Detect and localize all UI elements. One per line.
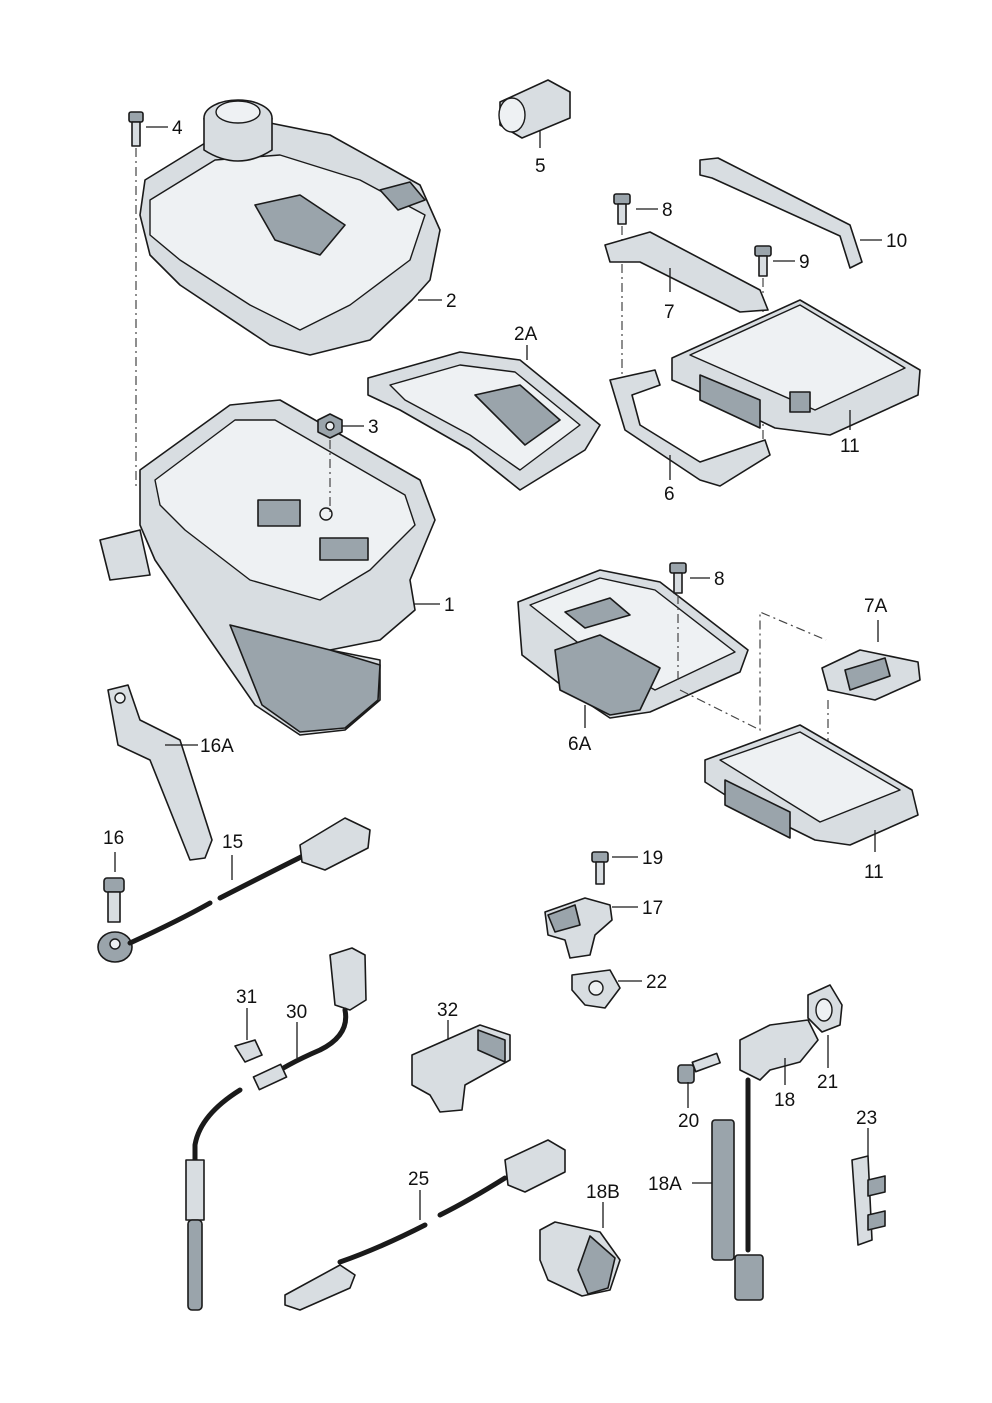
part-22-gasket[interactable] [571,969,621,1009]
callout-15: 15 [222,832,243,853]
part-3-nut[interactable] [317,413,343,439]
part-15-knock-sensor[interactable] [97,817,371,963]
part-9-screw[interactable] [754,245,772,277]
callout-6A: 6A [568,734,592,755]
part-11-control-unit-upper[interactable] [671,299,921,436]
callout-10: 10 [886,231,907,252]
part-11-control-unit-lower[interactable] [704,724,919,846]
part-20-screw[interactable] [677,1052,721,1084]
part-31-clip[interactable] [234,1039,263,1063]
part-16A-bracket[interactable] [107,684,213,861]
callout-11-upper: 11 [840,436,860,457]
part-10-strap[interactable] [699,157,863,269]
part-18A-sleeve[interactable] [711,1119,735,1261]
callout-19: 19 [642,848,663,869]
part-23-bracket[interactable] [851,1155,886,1246]
callout-7: 7 [664,302,675,323]
part-18B-cover[interactable] [539,1221,621,1297]
callout-23: 23 [856,1108,877,1129]
part-6A-holder[interactable] [517,569,749,719]
part-19-screw[interactable] [591,851,609,885]
callout-30: 30 [286,1002,307,1023]
part-4-screw[interactable] [128,111,144,147]
callout-2A: 2A [514,324,538,345]
part-2-housing-cover[interactable] [139,99,441,356]
callout-21: 21 [817,1072,838,1093]
callout-1: 1 [444,595,455,616]
callout-6: 6 [664,484,675,505]
part-8-screw-upper[interactable] [613,193,631,225]
callout-20: 20 [678,1111,699,1132]
callout-4: 4 [172,118,183,139]
part-2A-holder[interactable] [367,351,601,491]
part-8-screw-lower[interactable] [669,562,687,594]
callout-3: 3 [368,417,379,438]
callout-16: 16 [103,828,124,849]
callout-labels: 4 5 2 2A 3 1 8 10 9 7 11 6 8 7A 6A 16A 1… [103,118,907,1203]
part-7A-bracket[interactable] [821,649,921,701]
callout-18A: 18A [648,1174,682,1195]
callout-11-lower: 11 [864,862,884,883]
callout-17: 17 [642,898,663,919]
callout-7A: 7A [864,596,888,617]
part-32-pressure-sensor[interactable] [411,1024,511,1113]
part-16-screw[interactable] [103,877,125,923]
callout-18: 18 [774,1090,795,1111]
part-1-lower-box[interactable] [99,399,436,736]
callout-25: 25 [408,1169,429,1190]
part-21-gasket[interactable] [807,984,843,1033]
callout-32: 32 [437,1000,458,1021]
part-17-sensor[interactable] [544,897,613,959]
part-18-speed-sensor[interactable] [734,1019,819,1301]
callout-18B: 18B [586,1182,620,1203]
callout-9: 9 [799,252,810,273]
callout-31: 31 [236,987,257,1008]
callout-8-upper: 8 [662,200,673,221]
part-6-bracket[interactable] [609,369,771,487]
callout-8-lower: 8 [714,569,725,590]
callout-5: 5 [535,156,546,177]
part-25-oxygen-sensor[interactable] [284,1139,566,1311]
part-5-relay[interactable] [498,79,571,139]
callout-16A: 16A [200,736,234,757]
callout-2: 2 [446,291,457,312]
part-7-bracket[interactable] [604,231,769,313]
callout-22: 22 [646,972,667,993]
part-30-temperature-sender[interactable] [185,947,367,1311]
leader-lines [114,126,882,1228]
